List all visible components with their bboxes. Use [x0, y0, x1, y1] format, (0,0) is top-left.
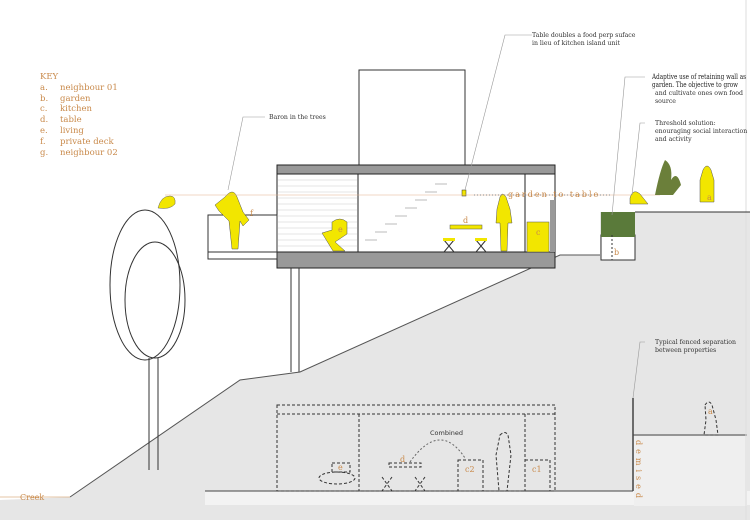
retaining-note-line-4: source — [655, 98, 676, 105]
combined-arc — [409, 439, 466, 463]
label-f: f — [250, 209, 254, 218]
label-c: c — [536, 228, 541, 237]
leader-lines — [227, 34, 645, 399]
neighbour-label-a-lower: a — [708, 407, 713, 416]
fence-note-line-2: between properties — [655, 347, 716, 354]
fence-note-line-1: Typical fenced separation — [655, 339, 736, 346]
hillside-outline — [69, 254, 600, 498]
threshold-note-line-3: and activity — [655, 136, 692, 143]
basement-label-e: e — [338, 463, 343, 472]
kitchen-splashback — [550, 200, 555, 252]
neighbour-ground — [634, 436, 747, 506]
threshold-note-line-1: Threshold solution: — [655, 120, 716, 127]
key-item-label: private deck — [60, 136, 114, 147]
house-floor — [276, 251, 556, 269]
stool-legs — [443, 239, 487, 253]
key-item-letter: f. — [40, 136, 46, 147]
neighbour-plant — [655, 160, 681, 195]
key-legend: KEY a. neighbour 01 b. garden c. kitchen d.… — [40, 72, 118, 158]
neighbour-figure-a — [699, 165, 715, 203]
key-item: e. living — [40, 126, 118, 137]
pendant-lamp — [461, 189, 467, 197]
basement-dashed-plan — [276, 401, 719, 492]
key-item-label: neighbour 02 — [60, 147, 118, 158]
tree — [109, 209, 186, 470]
table-note-line-1: Table doubles a food perp suface — [532, 32, 636, 39]
key-item-letter: c. — [40, 104, 48, 115]
retaining-note-line-2: garden. The objective to grow — [652, 80, 738, 89]
key-item: a. neighbour 01 — [40, 83, 118, 94]
basement-label-c2: c2 — [465, 465, 475, 474]
louvres — [278, 179, 357, 247]
basement-label-d: d — [400, 455, 405, 464]
key-item-letter: a. — [40, 82, 48, 93]
kitchen-counter — [526, 221, 550, 253]
table — [449, 224, 483, 230]
threshold-note-line-2: enouraging social interaction — [655, 128, 747, 135]
baron-figure — [214, 191, 250, 250]
creek-label: Creek — [20, 493, 44, 502]
retaining-note-line-1: Adaptive use of retaining wall as — [651, 72, 746, 81]
key-item: f. private deck — [40, 137, 118, 148]
key-item-letter: d. — [40, 115, 49, 126]
hillside-ground — [0, 212, 750, 520]
stairs — [365, 183, 447, 241]
bird-figure — [157, 195, 176, 209]
key-item: c. kitchen — [40, 104, 118, 115]
key-item: d. table — [40, 115, 118, 126]
retaining-planter — [600, 234, 636, 261]
label-d: d — [463, 216, 468, 225]
demised-label: demised — [634, 440, 643, 502]
house-roof — [276, 164, 556, 175]
combined-label: Combined — [430, 429, 463, 437]
key-item-letter: g. — [40, 147, 49, 158]
key-item-letter: b. — [40, 93, 49, 104]
key-item-label: living — [60, 125, 84, 136]
lounge-chair — [321, 218, 348, 252]
stool-seat-left — [443, 238, 455, 241]
key-item-label: garden — [60, 93, 91, 104]
garden-foliage — [601, 212, 635, 237]
stool-seat-right — [475, 238, 487, 241]
baron-note: Baron in the trees — [269, 114, 326, 121]
basement-label-c1: c1 — [532, 465, 542, 474]
label-e: e — [338, 225, 343, 234]
retaining-note-line-3: and cultivate ones own food — [655, 90, 743, 97]
key-item-letter: e. — [40, 125, 48, 136]
label-b: b — [614, 248, 619, 257]
basement-floor — [205, 491, 750, 505]
key-item-label: neighbour 01 — [60, 82, 118, 93]
key-item: b. garden — [40, 94, 118, 105]
key-item: g. neighbour 02 — [40, 148, 118, 159]
key-item-label: table — [60, 115, 82, 126]
garden-to-table-label: garden to table — [508, 190, 600, 199]
key-title: KEY — [40, 72, 59, 82]
table-note-line-2: in lieu of kitchen island unit — [532, 40, 620, 47]
child-figure — [629, 191, 649, 205]
label-a: a — [707, 193, 712, 202]
key-item-label: kitchen — [60, 104, 93, 115]
